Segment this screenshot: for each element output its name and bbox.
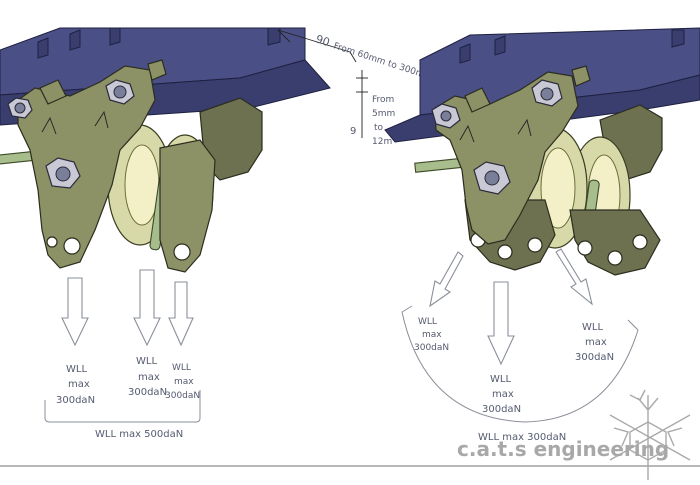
- company-name-text: c.a.t.s engineering: [457, 437, 669, 461]
- left-nut-top-left: [7, 97, 33, 119]
- load-value-text: 300daN: [165, 391, 200, 401]
- snowflake-logo-mark: [609, 389, 691, 480]
- left-slot-mark-2: [94, 110, 109, 129]
- left-arrow-1: [61, 277, 89, 347]
- right-arrow-2: [487, 281, 515, 366]
- load-value-text: 300daN: [128, 387, 167, 398]
- left-total-bracket: [44, 390, 201, 423]
- right-arrow-3: [555, 248, 593, 306]
- left-trolley: [0, 27, 331, 273]
- right-nut-top-left: [431, 103, 461, 129]
- right-slot-mark: [459, 124, 475, 143]
- wll-text: WLL: [66, 364, 87, 375]
- max-text: max: [422, 330, 442, 340]
- right-front-plate: [434, 71, 579, 245]
- right-wll-label-2: WLL max 300daN: [482, 374, 521, 415]
- load-value-text: 300daN: [414, 343, 449, 353]
- right-trolley: [384, 27, 700, 276]
- right-wll-label-1: WLL max 300daN: [414, 317, 449, 353]
- left-top-clamp: [39, 79, 67, 105]
- right-load-arrows: [429, 248, 593, 366]
- right-arrow-1: [429, 251, 464, 308]
- left-wll-label-3: WLL max 300daN: [165, 363, 200, 401]
- wll-text: WLL: [136, 356, 157, 367]
- load-value-text: 300daN: [56, 395, 95, 406]
- left-nut-top-right: [105, 79, 135, 105]
- flange-dimension-value: 9: [350, 126, 356, 137]
- left-arrow-3: [168, 281, 194, 347]
- max-text: max: [492, 389, 514, 400]
- left-front-plate: [17, 65, 156, 269]
- right-total-label: WLL max 300daN: [478, 432, 566, 443]
- wll-text: WLL: [418, 317, 437, 327]
- left-slot-mark: [41, 116, 57, 135]
- cats-logo: c.a.t.s engineering: [457, 389, 691, 480]
- width-dimension-range: From 60mm to 300mm: [332, 41, 434, 83]
- max-text: max: [138, 372, 160, 383]
- flange-range-max: 12m: [372, 137, 392, 147]
- wll-text: WLL: [172, 363, 191, 373]
- right-lower-plate-stack-2: [569, 209, 661, 276]
- flange-range-to: to: [374, 123, 384, 133]
- left-nut-center: [45, 157, 81, 189]
- load-value-text: 300daN: [482, 404, 521, 415]
- right-nut-center: [473, 161, 511, 195]
- left-rear-lug-plate: [159, 139, 216, 273]
- right-top-clamp: [464, 87, 491, 113]
- max-text: max: [585, 337, 607, 348]
- flange-range-from: From: [372, 95, 394, 105]
- max-text: max: [68, 379, 90, 390]
- right-wll-label-3: WLL max 300daN: [575, 322, 614, 363]
- max-text: max: [174, 377, 194, 387]
- right-slot-mark-2: [517, 118, 532, 137]
- right-nut-top-right: [531, 79, 563, 107]
- left-total-label: WLL max 500daN: [95, 429, 183, 440]
- left-wll-label-1: WLL max 300daN: [56, 364, 95, 406]
- flange-range-min: 5mm: [372, 109, 395, 119]
- width-dimension-value: 90: [314, 32, 331, 49]
- left-wll-label-2: WLL max 300daN: [128, 356, 167, 398]
- left-load-arrows: [61, 269, 194, 347]
- load-value-text: 300daN: [575, 352, 614, 363]
- right-load-arc: [401, 311, 639, 423]
- right-top-clamp-2: [571, 65, 591, 87]
- wll-text: WLL: [582, 322, 603, 333]
- left-arrow-2: [133, 269, 161, 347]
- wll-text: WLL: [490, 374, 511, 385]
- left-top-clamp-2: [147, 59, 167, 81]
